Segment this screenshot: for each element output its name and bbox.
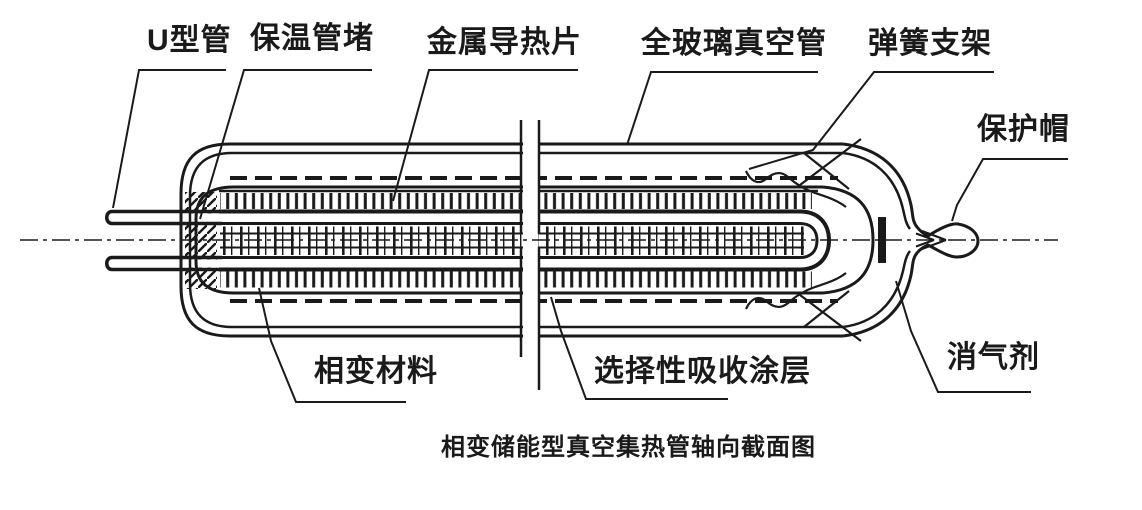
label-protective-cap: 保护帽 xyxy=(977,113,1070,146)
label-selective-coating: 选择性吸收涂层 xyxy=(594,355,811,388)
leader-spring-bracket xyxy=(748,71,994,170)
label-spring-bracket: 弹簧支架 xyxy=(868,27,992,60)
tip-pinch-chevrons xyxy=(915,229,947,251)
label-glass-vacuum-tube: 全玻璃真空管 xyxy=(641,27,827,60)
inner-tube-dome xyxy=(822,185,875,295)
u-tube-bottom-pipe xyxy=(105,255,222,272)
break-gap xyxy=(523,126,538,346)
label-insulation-plug: 保温管堵 xyxy=(250,22,374,55)
leader-getter xyxy=(895,280,1031,393)
fin-ticks-bottom xyxy=(220,271,812,288)
u-tube-bend-inner xyxy=(799,222,819,259)
figure-caption: 相变储能型真空集热管轴向截面图 xyxy=(441,434,816,461)
label-metal-fin: 金属导热片 xyxy=(427,26,582,59)
spring-struts-bottom xyxy=(799,290,862,342)
u-tube-top-pipe xyxy=(105,209,222,226)
label-getter: 消气剂 xyxy=(947,341,1040,374)
leader-glass-vacuum-tube xyxy=(626,71,818,146)
spring-curve-bottom xyxy=(744,272,847,310)
label-pcm: 相变材料 xyxy=(314,355,438,388)
leader-protective-cap xyxy=(951,158,1068,222)
leader-insulation-plug xyxy=(199,69,372,220)
spring-struts-top xyxy=(799,138,862,190)
leader-metal-fin xyxy=(392,69,578,202)
leader-selective-coating xyxy=(550,296,728,400)
spring-curve-top xyxy=(744,170,847,208)
u-tube-top-pipe-bore xyxy=(104,213,221,222)
leader-pcm xyxy=(258,287,406,403)
protective-cap-tip xyxy=(842,142,980,338)
tip-inner-wall-bottom xyxy=(842,250,912,329)
tip-inner-wall-top xyxy=(842,151,912,230)
label-u-tube: U型管 xyxy=(147,24,232,57)
fin-ticks-top xyxy=(220,193,812,209)
leader-u-tube xyxy=(112,69,226,209)
u-tube-bottom-pipe-bore xyxy=(104,259,221,268)
